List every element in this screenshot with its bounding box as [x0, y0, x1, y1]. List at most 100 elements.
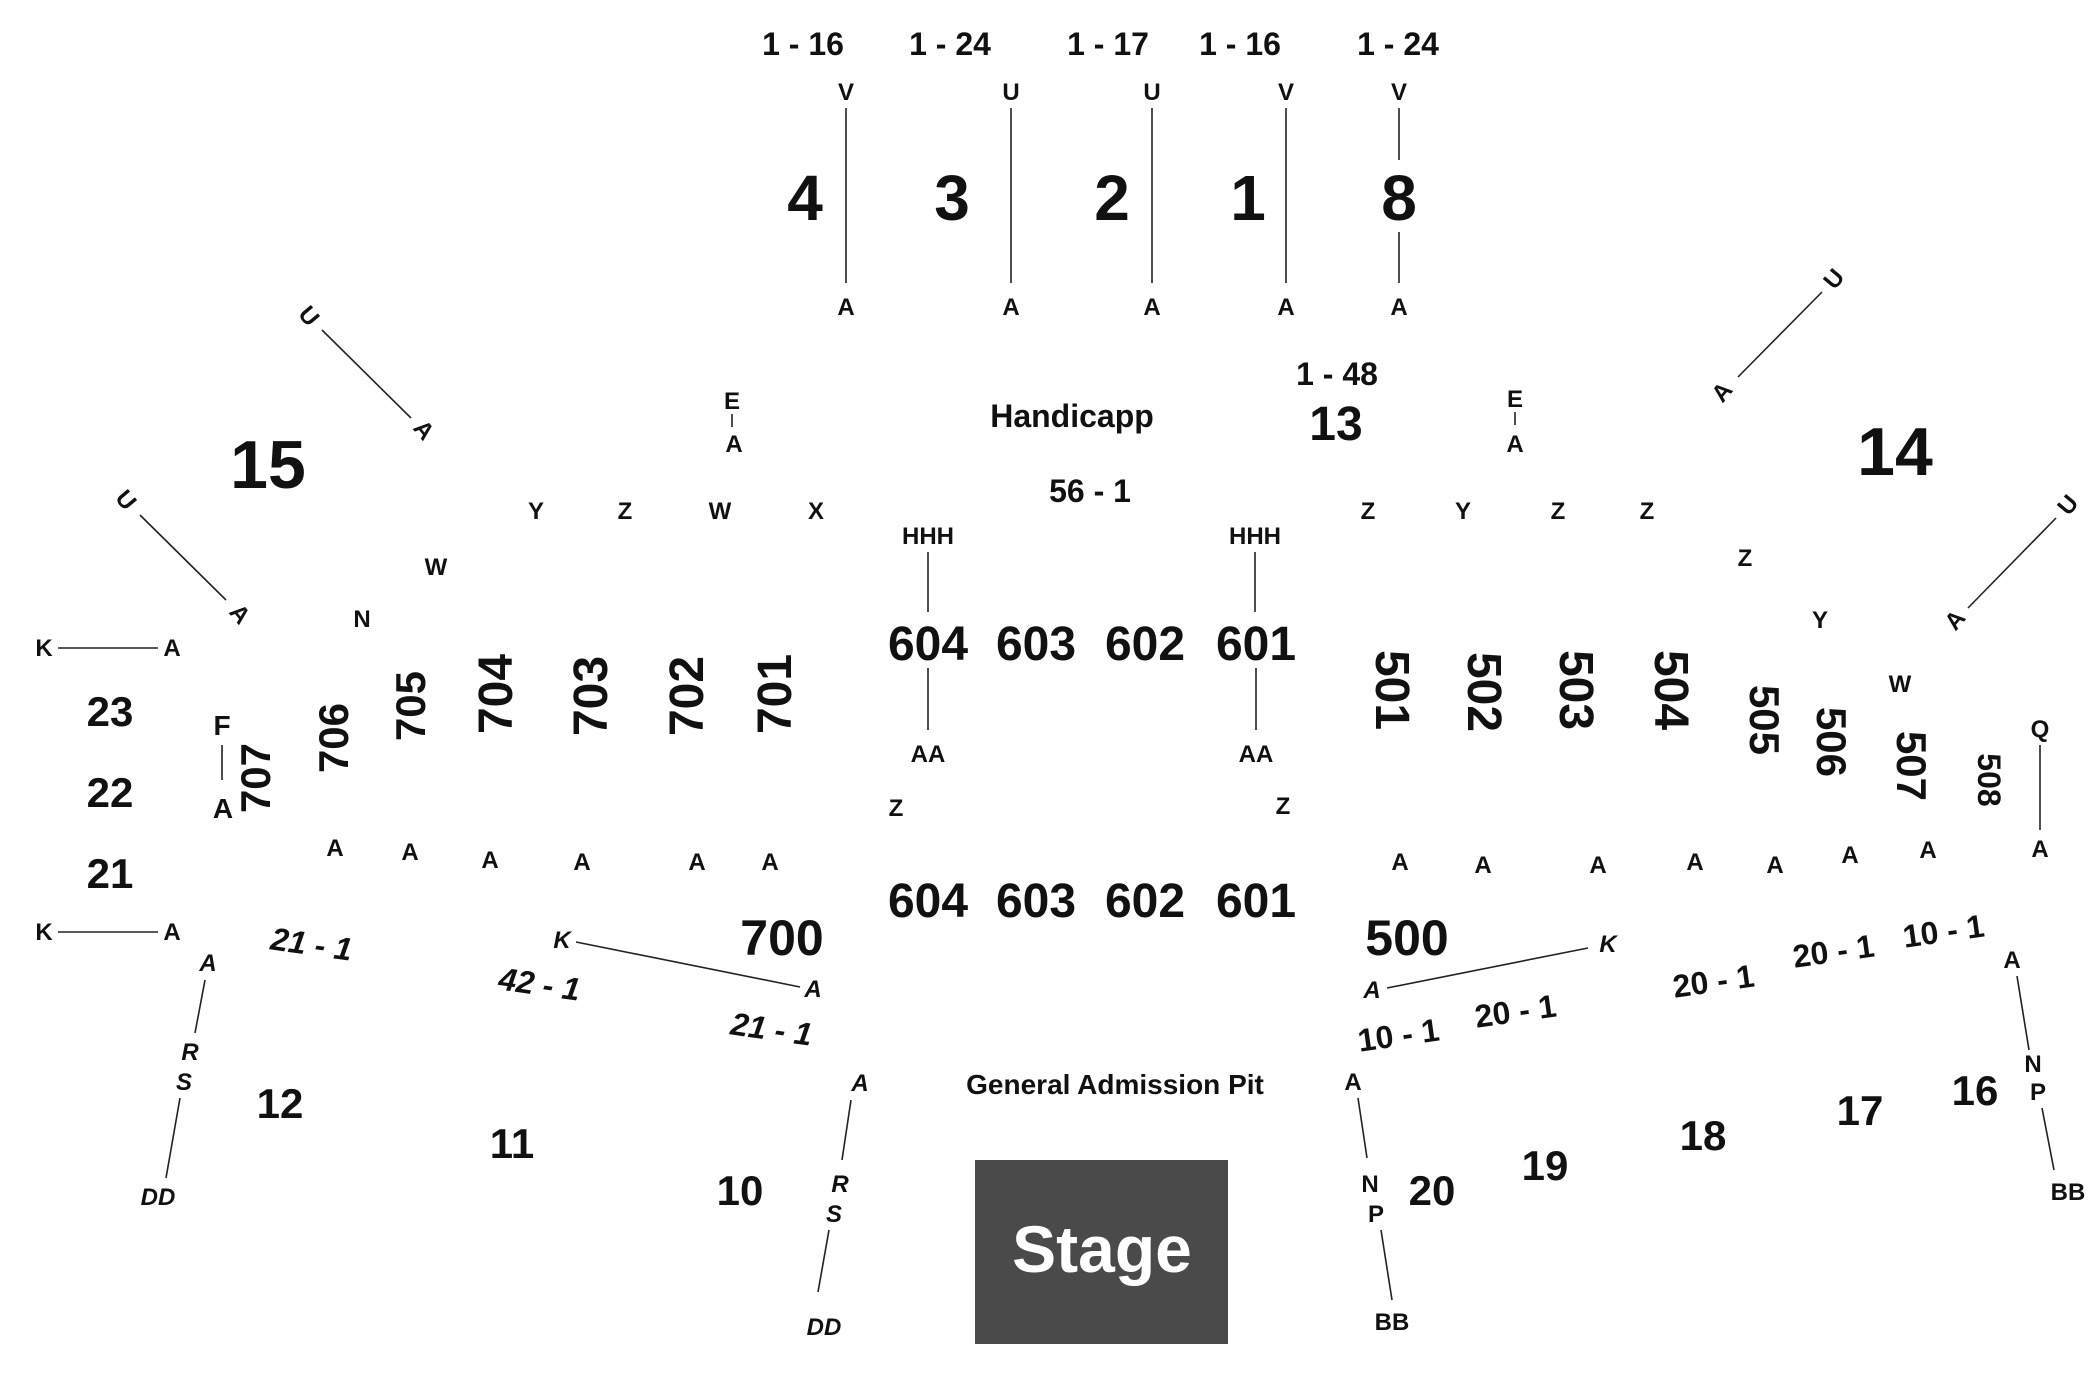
row-w-707: W: [425, 554, 448, 581]
section-501[interactable]: 501: [1365, 650, 1418, 730]
section-4-seat-range: 1 - 16: [762, 26, 844, 62]
section-500-level: 501 502 503 504 505 506 507 508: [1365, 650, 2007, 807]
section-500-row-a: A A A A A A A: [1391, 837, 1936, 879]
section-11[interactable]: 11: [490, 1120, 534, 1167]
section-603-lower[interactable]: 603: [996, 875, 1076, 928]
section-506[interactable]: 506: [1808, 707, 1855, 777]
section-23[interactable]: 23: [87, 688, 134, 735]
section-705[interactable]: 705: [387, 671, 434, 741]
section-700[interactable]: 700: [740, 910, 823, 966]
section-504[interactable]: 504: [1644, 650, 1697, 730]
section-500[interactable]: 500: [1365, 910, 1448, 966]
top-seat-ranges: 1 - 16 1 - 24 1 - 17 1 - 16 1 - 24: [762, 26, 1439, 62]
section-601-upper[interactable]: 601: [1216, 618, 1296, 671]
section-604-lower[interactable]: 604: [888, 875, 968, 928]
row-z-505: Z: [1738, 545, 1753, 572]
section-1-seat-range: 1 - 16: [1199, 26, 1281, 62]
section-19[interactable]: 19: [1522, 1142, 1569, 1189]
row-a-701: A: [761, 849, 778, 876]
section-502[interactable]: 502: [1457, 652, 1510, 732]
section-600-lower: 604 603 602 601: [888, 875, 1296, 928]
section-603-upper[interactable]: 603: [996, 618, 1076, 671]
section-14-row-a-bottom: A: [1939, 605, 1971, 636]
row-e-right: E: [1507, 386, 1523, 413]
row-z-lower-left: Z: [889, 795, 904, 822]
section-602-upper[interactable]: 602: [1105, 618, 1185, 671]
section-702[interactable]: 702: [661, 656, 714, 736]
section-1[interactable]: 1: [1230, 162, 1266, 234]
section-602-lower[interactable]: 602: [1105, 875, 1185, 928]
section-2[interactable]: 2: [1094, 162, 1130, 234]
row-r-section-12: R: [181, 1039, 199, 1066]
row-z-left: Z: [618, 498, 633, 525]
section-14-row-u-top: U: [1818, 264, 1850, 295]
row-p-section-16: P: [2030, 1079, 2046, 1106]
row-s-section-12: S: [176, 1069, 192, 1096]
section-8[interactable]: 8: [1381, 162, 1417, 234]
row-n-707: N: [353, 606, 370, 633]
section-4-row-top: V: [838, 79, 854, 106]
row-a-floor-700: A: [803, 976, 821, 1003]
section-3-row-top: U: [1002, 79, 1019, 106]
stage-box: [975, 1160, 1228, 1344]
section-18[interactable]: 18: [1680, 1112, 1727, 1159]
row-k-floor-700: K: [553, 927, 572, 954]
section-12[interactable]: 12: [257, 1080, 304, 1127]
section-706[interactable]: 706: [310, 703, 357, 773]
section-3-seat-range: 1 - 24: [909, 26, 991, 62]
row-a-bottom-left: A: [163, 919, 180, 946]
section-20[interactable]: 20: [1409, 1167, 1456, 1214]
section-16[interactable]: 16: [1952, 1067, 1999, 1114]
section-2-row-top: U: [1143, 79, 1160, 106]
section-604-upper[interactable]: 604: [888, 618, 968, 671]
row-a-section-16: A: [2003, 947, 2020, 974]
section-700-row-letters-top: Y Z W X W N: [353, 498, 824, 633]
row-a-508: A: [2031, 836, 2048, 863]
section-22[interactable]: 22: [87, 769, 134, 816]
section-600-upper: 604 603 602 601: [888, 618, 1296, 671]
row-bb-section-16: BB: [2051, 1179, 2086, 1206]
row-aa-601: AA: [1239, 741, 1274, 768]
section-3[interactable]: 3: [934, 162, 970, 234]
section-703[interactable]: 703: [565, 656, 618, 736]
section-14[interactable]: 14: [1857, 414, 1933, 490]
row-k-top-left: K: [35, 635, 53, 662]
section-3-row-bottom: A: [1002, 294, 1019, 321]
row-a-507: A: [1919, 837, 1936, 864]
seat-range-10-1-section-16: 10 - 1: [1900, 908, 1986, 955]
section-10[interactable]: 10: [717, 1167, 764, 1214]
section-15[interactable]: 15: [230, 427, 306, 503]
row-s-section-10: S: [826, 1201, 842, 1228]
section-601-lower[interactable]: 601: [1216, 875, 1296, 928]
row-z-503: Z: [1551, 498, 1566, 525]
section-701[interactable]: 701: [749, 654, 802, 734]
row-a-section-20: A: [1344, 1069, 1361, 1096]
section-508[interactable]: 508: [1971, 753, 2007, 806]
row-k-floor-500: K: [1599, 931, 1618, 958]
section-2-seat-range: 1 - 17: [1067, 26, 1149, 62]
row-hhh-601: HHH: [1229, 523, 1281, 550]
section-17[interactable]: 17: [1837, 1087, 1884, 1134]
section-4[interactable]: 4: [787, 162, 823, 234]
row-a-section-12: A: [198, 950, 216, 977]
section-503[interactable]: 503: [1549, 650, 1602, 730]
section-707[interactable]: 707: [232, 743, 279, 813]
row-a-501: A: [1391, 849, 1408, 876]
row-a-502: A: [1474, 852, 1491, 879]
section-13[interactable]: 13: [1309, 398, 1362, 451]
row-a-floor-500: A: [1362, 977, 1380, 1004]
row-aa-604: AA: [911, 741, 946, 768]
section-21[interactable]: 21: [87, 850, 134, 897]
section-2-row-bottom: A: [1143, 294, 1160, 321]
row-a-703: A: [573, 849, 590, 876]
row-w-left: W: [709, 498, 732, 525]
section-704[interactable]: 704: [470, 654, 523, 734]
row-dd-section-12: DD: [141, 1184, 176, 1211]
section-14-row-u-bottom: U: [2052, 490, 2084, 521]
section-505[interactable]: 505: [1741, 685, 1788, 755]
section-507[interactable]: 507: [1888, 731, 1935, 801]
row-a-504: A: [1686, 849, 1703, 876]
general-admission-pit[interactable]: General Admission Pit: [966, 1069, 1264, 1100]
section-1-row-bottom: A: [1277, 294, 1294, 321]
left-side-sections: K A 23 22 21 K A F A: [35, 635, 233, 946]
